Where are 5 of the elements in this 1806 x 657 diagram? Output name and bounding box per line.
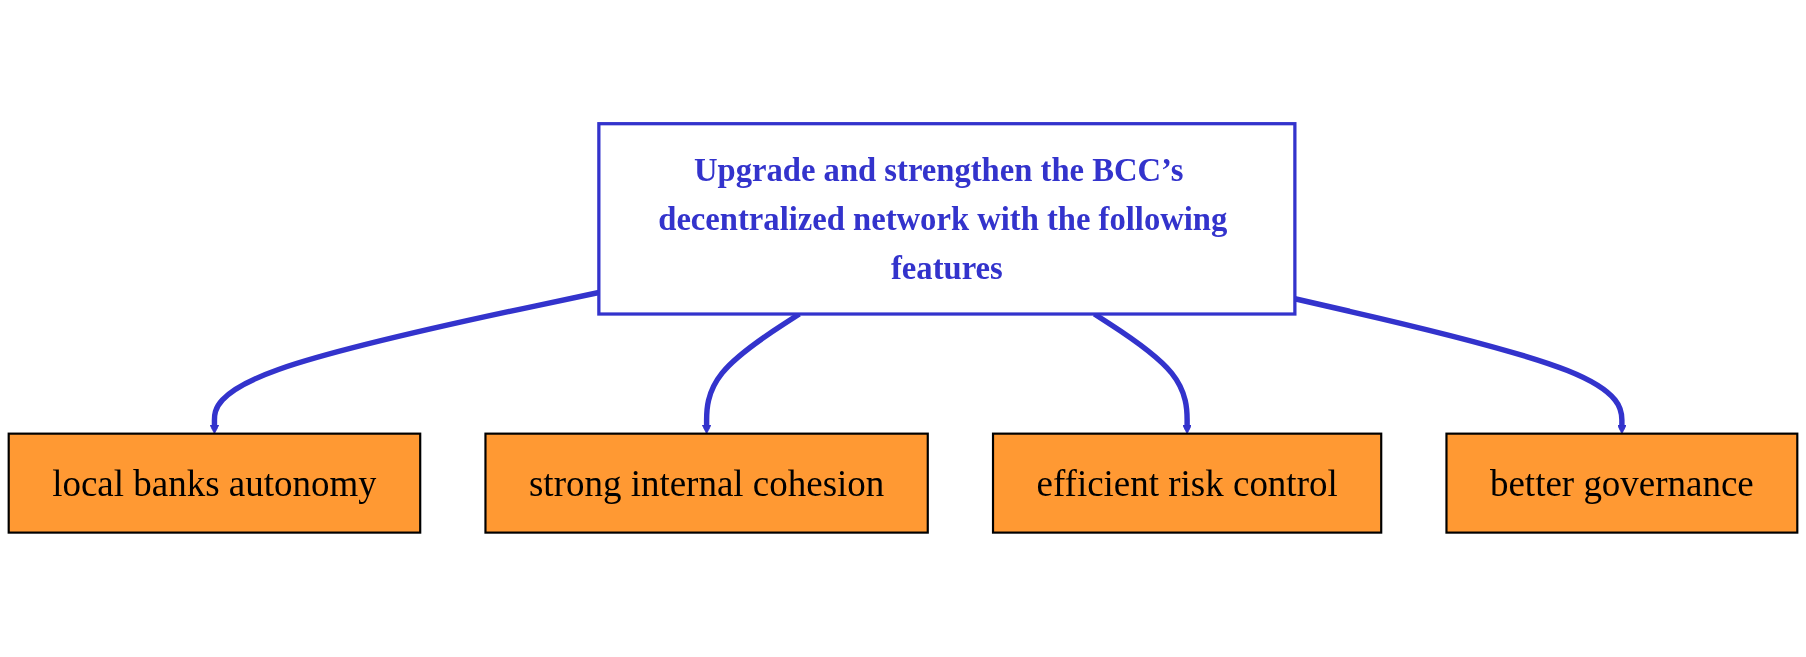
node-box: Upgrade and strengthen the BCC’s decentralized network with the following features	[597, 122, 1297, 316]
node-box: local banks autonomy	[7, 432, 422, 535]
node-box: better governance	[1445, 432, 1799, 535]
node-box: efficient risk control	[991, 432, 1383, 535]
node-box: strong internal cohesion	[484, 432, 929, 535]
